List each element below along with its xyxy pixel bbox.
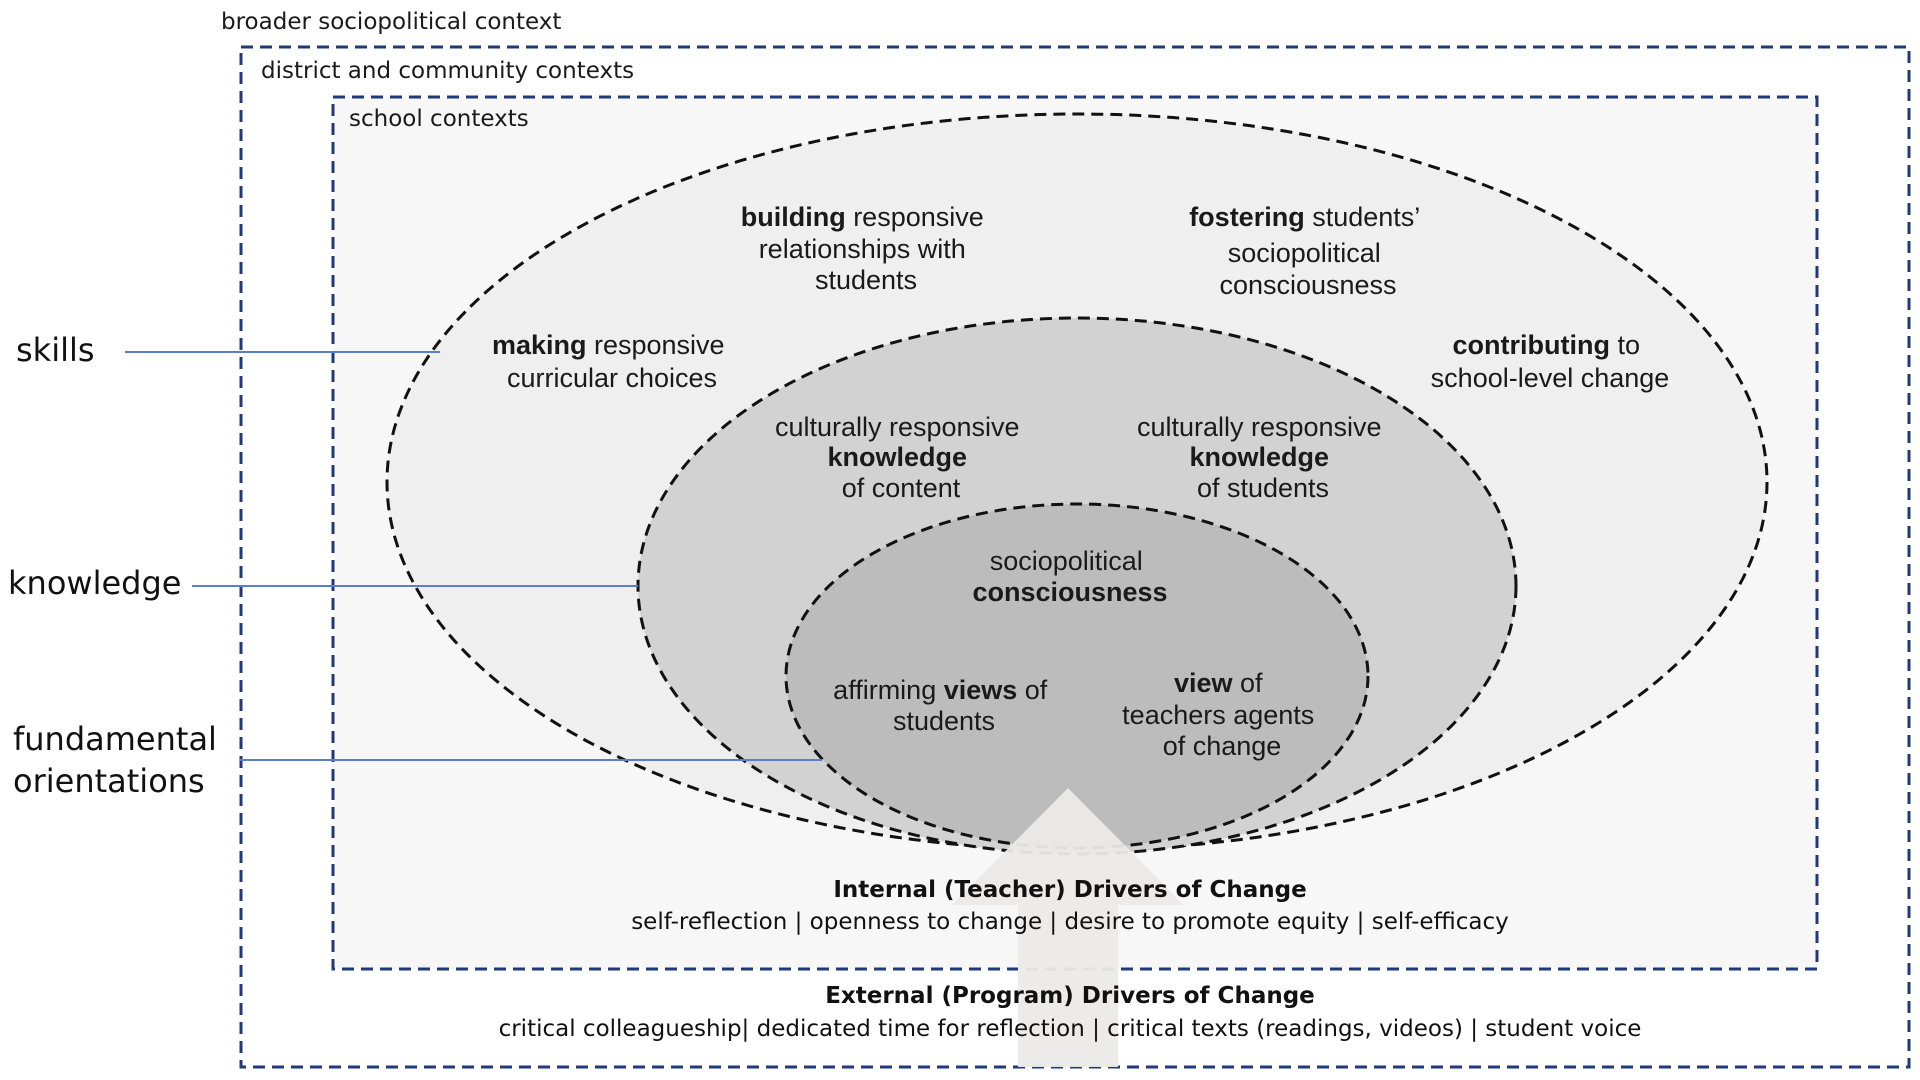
skill-fostering: fostering students’ sociopolitical consc…	[1189, 202, 1427, 300]
skill-contributing: contributing to school-level change	[1431, 330, 1670, 393]
orientation-affirming-views: affirming views of students	[833, 675, 1055, 736]
fundamental-label-line2: orientations	[13, 762, 205, 800]
internal-drivers-items: self-reflection | openness to change | d…	[631, 909, 1509, 935]
fundamental-orientations-label: fundamental orientations	[13, 720, 227, 800]
skills-label: skills	[16, 331, 95, 369]
broader-context-label: broader sociopolitical context	[221, 9, 561, 35]
fundamental-label-line1: fundamental	[13, 720, 217, 758]
knowledge-of-students: culturally responsive knowledge of stude…	[1137, 412, 1389, 503]
drivers-arrow	[952, 788, 1184, 1067]
school-context-label: school contexts	[349, 106, 529, 132]
external-drivers-items: critical colleagueship| dedicated time f…	[499, 1016, 1642, 1042]
orientation-consciousness: sociopolitical consciousness	[972, 546, 1167, 607]
internal-drivers-title: Internal (Teacher) Drivers of Change	[833, 877, 1306, 903]
knowledge-of-content: culturally responsive knowledge of conte…	[775, 412, 1027, 503]
knowledge-label: knowledge	[8, 564, 181, 602]
external-drivers-title: External (Program) Drivers of Change	[825, 983, 1315, 1009]
skill-building: building responsive relationships with s…	[741, 202, 992, 295]
orientation-view-of-teachers: view of teachers agents of change	[1122, 668, 1322, 761]
skill-making: making responsive curricular choices	[492, 330, 732, 393]
district-context-label: district and community contexts	[261, 58, 634, 84]
